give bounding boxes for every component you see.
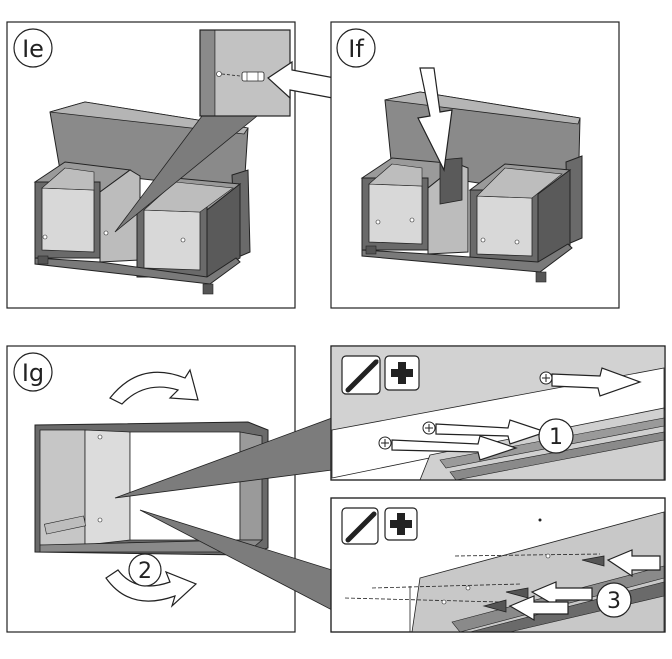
rotate-arrow-bottom-icon <box>105 569 198 608</box>
screw-head-icon <box>378 371 553 450</box>
screw-arrow-icon <box>508 595 569 622</box>
rotate-arrow-top-icon <box>109 368 199 405</box>
left-cube-1f <box>360 157 460 251</box>
screw-arrow-icon <box>606 549 661 578</box>
screwdriver-icon <box>341 507 379 545</box>
foot-left <box>37 255 49 265</box>
foot-right <box>202 283 214 295</box>
bench-base-1f <box>361 243 573 273</box>
callout-1-label: 1 <box>549 425 563 450</box>
down-arrow-icon <box>417 67 453 173</box>
screw-arrow-icon <box>551 367 642 397</box>
screw-arrow-icon <box>391 435 518 461</box>
wood-dowel-icon <box>241 71 265 82</box>
callout-2-label: 2 <box>138 559 152 584</box>
panel-1e: Ie <box>6 21 357 309</box>
panel-1g: Ig 2 <box>6 345 333 633</box>
callout-3-badge <box>596 582 632 618</box>
wood-screw-icon <box>482 555 605 613</box>
panel-1g-label: Ig <box>22 359 44 387</box>
callout-2-badge <box>128 553 162 587</box>
panel-1e-zoom-box <box>199 29 291 117</box>
panel-1f-label: If <box>348 35 364 63</box>
phillips-cross-icon <box>384 355 420 391</box>
callout-1-badge <box>538 418 574 454</box>
zoom-box-lower: 3 <box>330 497 666 633</box>
panel-1f: If <box>330 21 620 309</box>
panel-1e-label: Ie <box>22 35 44 63</box>
left-cube <box>33 161 132 259</box>
phillips-cross-icon <box>384 507 418 541</box>
panel-1e-badge <box>13 28 53 68</box>
screw-arrow-icon <box>435 419 548 445</box>
panel-1f-badge <box>336 28 376 68</box>
zoom-box-upper: 1 <box>330 345 666 481</box>
callout-3-label: 3 <box>607 589 621 614</box>
bench-base <box>34 257 241 285</box>
right-cube-1f <box>468 163 572 263</box>
screwdriver-icon <box>341 355 381 395</box>
panel-1g-badge <box>13 352 53 392</box>
